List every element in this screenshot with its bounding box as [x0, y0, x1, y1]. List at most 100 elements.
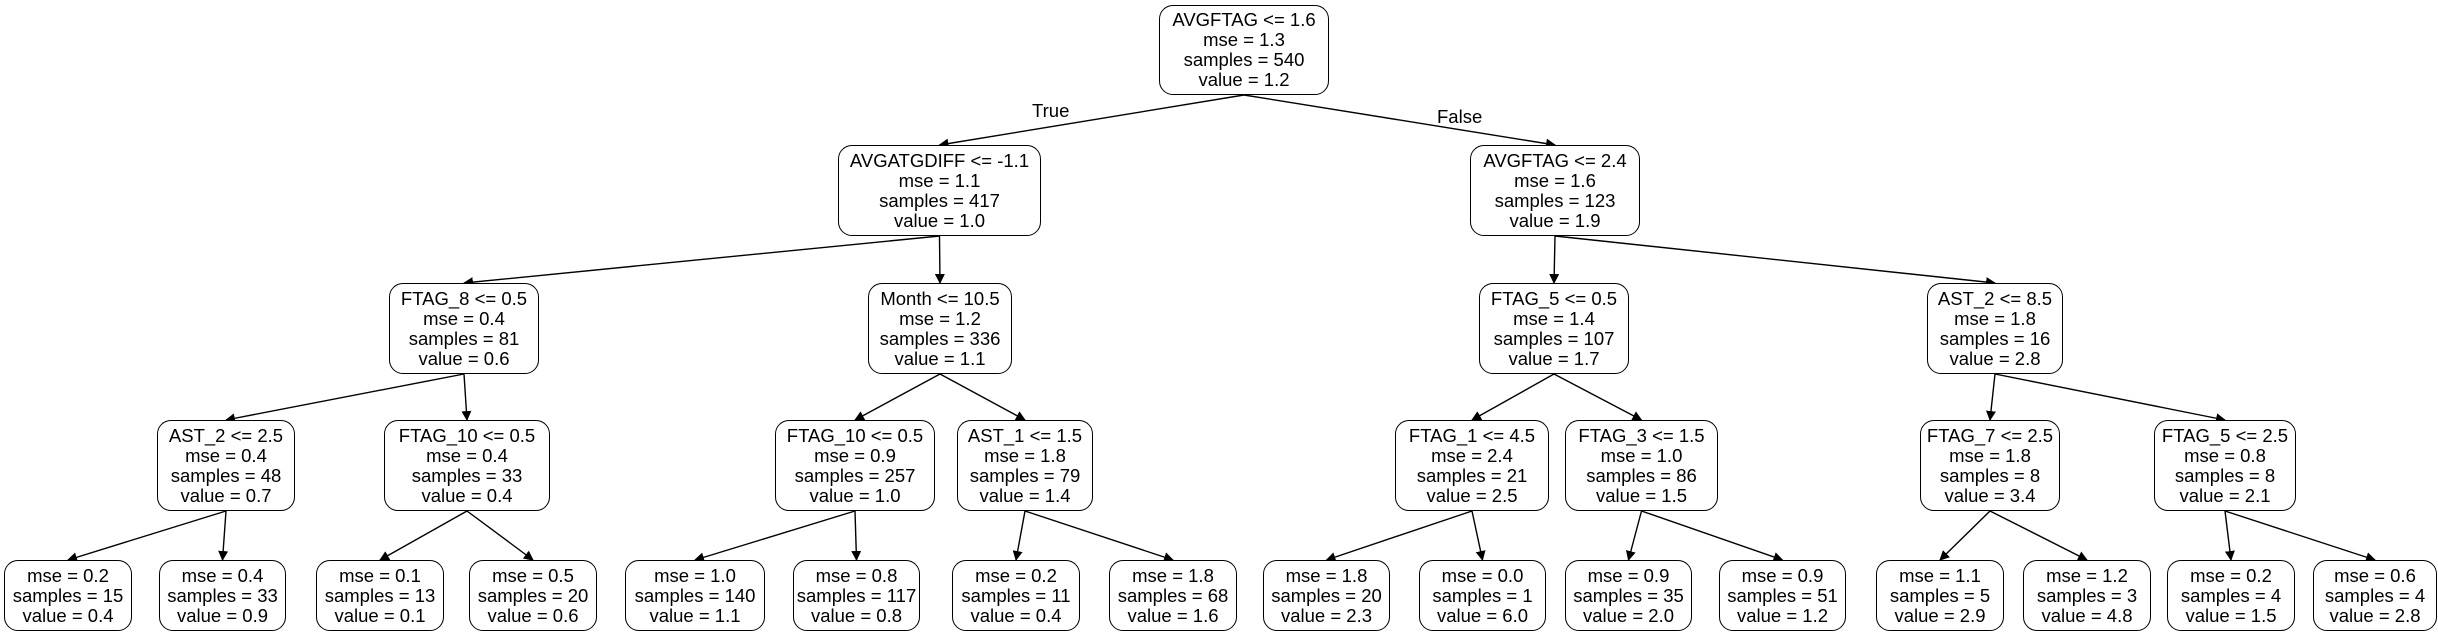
node-mse-text: mse = 0.2	[27, 564, 109, 586]
node-split-text: AVGATGDIFF <= -1.1	[849, 149, 1030, 171]
node-value-text: value = 1.0	[893, 209, 986, 231]
edge-n12-l12	[1641, 510, 1784, 562]
node-split-text: AVGFTAG <= 2.4	[1483, 149, 1627, 171]
node-samples-text: samples = 20	[477, 584, 589, 606]
node-mse-text: mse = 1.8	[984, 444, 1066, 466]
node-mse-text: mse = 0.1	[339, 564, 421, 586]
node-mse-text: mse = 1.1	[1899, 564, 1981, 586]
edge-label-true: True	[1032, 100, 1070, 121]
node-mse-text: mse = 0.4	[181, 564, 264, 586]
edge-n7-l1	[67, 510, 227, 563]
node-value-text: value = 1.7	[1508, 347, 1600, 369]
node-split-text: FTAG_1 <= 4.5	[1408, 424, 1536, 446]
node-split-text: FTAG_10 <= 0.5	[398, 424, 536, 446]
node-samples-text: samples = 8	[1939, 464, 2041, 486]
node-samples-text: samples = 16	[1939, 327, 2051, 349]
node-value-text: value = 2.5	[1426, 484, 1518, 506]
node-mse-text: mse = 1.0	[654, 564, 736, 586]
node-value-text: value = 6.0	[1436, 604, 1529, 626]
node-split-text: AST_1 <= 1.5	[967, 424, 1083, 446]
edge-n11-l9	[1325, 510, 1473, 562]
node-value-text: value = 3.4	[1944, 484, 2036, 506]
node-value-text: value = 2.9	[1894, 604, 1986, 626]
node-mse-text: mse = 0.8	[2184, 444, 2266, 466]
node-mse-text: mse = 0.6	[2334, 564, 2416, 586]
node-samples-text: samples = 540	[1183, 49, 1305, 70]
node-mse-text: mse = 0.4	[426, 444, 508, 466]
node-samples-text: samples = 3	[2036, 584, 2138, 606]
edge-n5-n12	[1553, 373, 1643, 421]
node-value-text: value = 1.6	[1127, 604, 1219, 626]
node-samples-text: samples = 117	[796, 584, 917, 606]
node-split-text: FTAG_3 <= 1.5	[1578, 424, 1705, 446]
node-value-text: value = 2.8	[2329, 604, 2421, 626]
node-samples-text: samples = 4	[2324, 584, 2426, 606]
node-samples-text: samples = 20	[1271, 584, 1382, 606]
node-value-text: value = 1.9	[1509, 209, 1601, 231]
edge-n3-n7	[225, 373, 465, 424]
edge-n14-l16	[2224, 510, 2376, 562]
node-mse-text: mse = 0.8	[815, 564, 898, 586]
node-value-text: value = 1.2	[1198, 69, 1290, 90]
edge-n3-n8	[461, 373, 472, 421]
edge-n13-l14	[1989, 510, 2088, 561]
node-value-text: value = 2.1	[2179, 484, 2271, 506]
node-split-text: AVGFTAG <= 1.6	[1172, 9, 1316, 30]
node-mse-text: mse = 1.4	[1513, 307, 1595, 329]
node-mse-text: mse = 0.9	[814, 444, 896, 466]
node-value-text: value = 4.8	[2041, 604, 2133, 626]
node-samples-text: samples = 11	[961, 584, 1071, 606]
node-samples-text: samples = 86	[1586, 464, 1697, 486]
node-samples-text: samples = 33	[411, 464, 523, 486]
node-value-text: value = 0.9	[176, 604, 269, 626]
node-mse-text: mse = 0.2	[975, 564, 1057, 586]
edge-n9-l5	[694, 510, 856, 563]
node-mse-text: mse = 1.3	[1203, 29, 1285, 50]
node-samples-text: samples = 417	[879, 189, 1000, 211]
edge-n9-l6	[851, 510, 862, 561]
node-value-text: value = 0.4	[970, 604, 1062, 626]
edge-n4-n9	[854, 373, 941, 421]
edge-n8-l4	[466, 510, 534, 561]
node-split-text: FTAG_10 <= 0.5	[786, 424, 924, 446]
node-mse-text: mse = 1.8	[1954, 307, 2036, 329]
edge-n8-l3	[379, 510, 468, 561]
node-value-text: value = 1.4	[979, 484, 1071, 506]
node-value-text: value = 0.8	[810, 604, 903, 626]
node-value-text: value = 1.0	[809, 484, 901, 506]
node-value-text: value = 0.4	[421, 484, 513, 506]
edge-n0-n1	[938, 94, 1245, 149]
node-value-text: value = 0.1	[334, 604, 426, 626]
node-mse-text: mse = 0.0	[1441, 564, 1524, 586]
node-samples-text: samples = 336	[879, 327, 1001, 349]
node-value-text: value = 1.1	[649, 604, 741, 626]
node-mse-text: mse = 0.9	[1587, 564, 1670, 586]
node-samples-text: samples = 257	[794, 464, 916, 486]
node-value-text: value = 2.0	[1582, 604, 1675, 626]
edge-n6-n13	[1986, 373, 1996, 421]
node-value-text: value = 2.8	[1949, 347, 2041, 369]
edge-n4-n10	[939, 373, 1026, 421]
node-mse-text: mse = 0.2	[2190, 564, 2272, 586]
node-samples-text: samples = 140	[634, 584, 756, 606]
node-value-text: value = 1.2	[1736, 604, 1829, 626]
node-mse-text: mse = 0.4	[185, 444, 267, 466]
node-value-text: value = 0.6	[418, 347, 510, 369]
